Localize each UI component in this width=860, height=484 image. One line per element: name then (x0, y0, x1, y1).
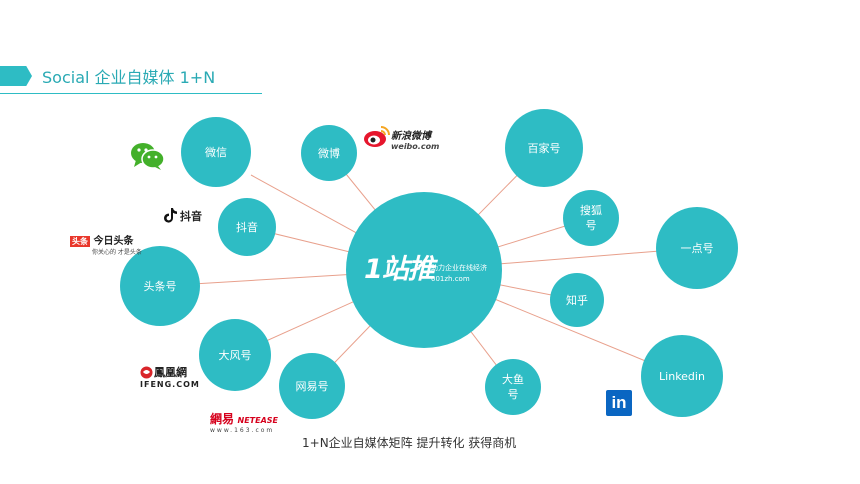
node-souhu: 搜狐 号 (563, 190, 619, 246)
sina-weibo-name: 新浪微博 (391, 131, 431, 142)
netease-logo: 網易 NETEASE www.163.com (210, 410, 278, 434)
node-weibo: 微博 (301, 125, 357, 181)
ifeng-icon (140, 366, 153, 379)
linkedin-icon: in (606, 390, 632, 416)
node-zhihu: 知乎 (550, 273, 604, 327)
toutiao-logo: 头条 今日头条 你关心的 才是头条 (70, 232, 142, 256)
node-toutiaohao: 头条号 (120, 246, 200, 326)
header-underline (0, 93, 262, 94)
ifeng-name: 鳳凰網 (154, 366, 187, 379)
sina-weibo-domain: weibo.com (391, 142, 440, 151)
sina-weibo-icon (364, 126, 390, 147)
douyin-icon (164, 208, 177, 223)
linkedin-badge-text: in (611, 393, 627, 412)
wechat-icon (131, 143, 165, 170)
node-douyin: 抖音 (218, 198, 276, 256)
sina-weibo-logo: 新浪微博 weibo.com (391, 127, 439, 151)
netease-domain: www.163.com (210, 427, 275, 434)
douyin-logo-text: 抖音 (180, 210, 202, 223)
ifeng-domain: IFENG.COM (140, 380, 200, 389)
node-weixin: 微信 (181, 117, 251, 187)
page-title: Social 企业自媒体 1+N (42, 68, 216, 87)
hub-domain: 001zh.com (431, 275, 470, 283)
netease-name: 網易 (210, 412, 235, 426)
hub-circle: 1站推 助力企业在线经济 001zh.com (346, 192, 502, 348)
node-baijiahao: 百家号 (505, 109, 583, 187)
node-yidianhao: 一点号 (656, 207, 738, 289)
node-wangyihao: 网易号 (279, 353, 345, 419)
node-dayuhao: 大鱼 号 (485, 359, 541, 415)
diagram-caption: 1+N企业自媒体矩阵 提升转化 获得商机 (302, 436, 517, 450)
toutiao-name: 今日头条 (93, 236, 134, 247)
hub-logo: 1站推 (364, 254, 435, 285)
node-linkedin: Linkedin (641, 335, 723, 417)
ifeng-logo: 鳳凰網 (154, 364, 187, 380)
header-accent-arrow (0, 66, 32, 86)
toutiao-slogan: 你关心的 才是头条 (92, 249, 142, 256)
toutiao-badge: 头条 (70, 236, 90, 247)
netease-en: NETEASE (237, 416, 279, 425)
hub-slogan: 助力企业在线经济 (431, 264, 487, 272)
node-dafenghao: 大风号 (199, 319, 271, 391)
